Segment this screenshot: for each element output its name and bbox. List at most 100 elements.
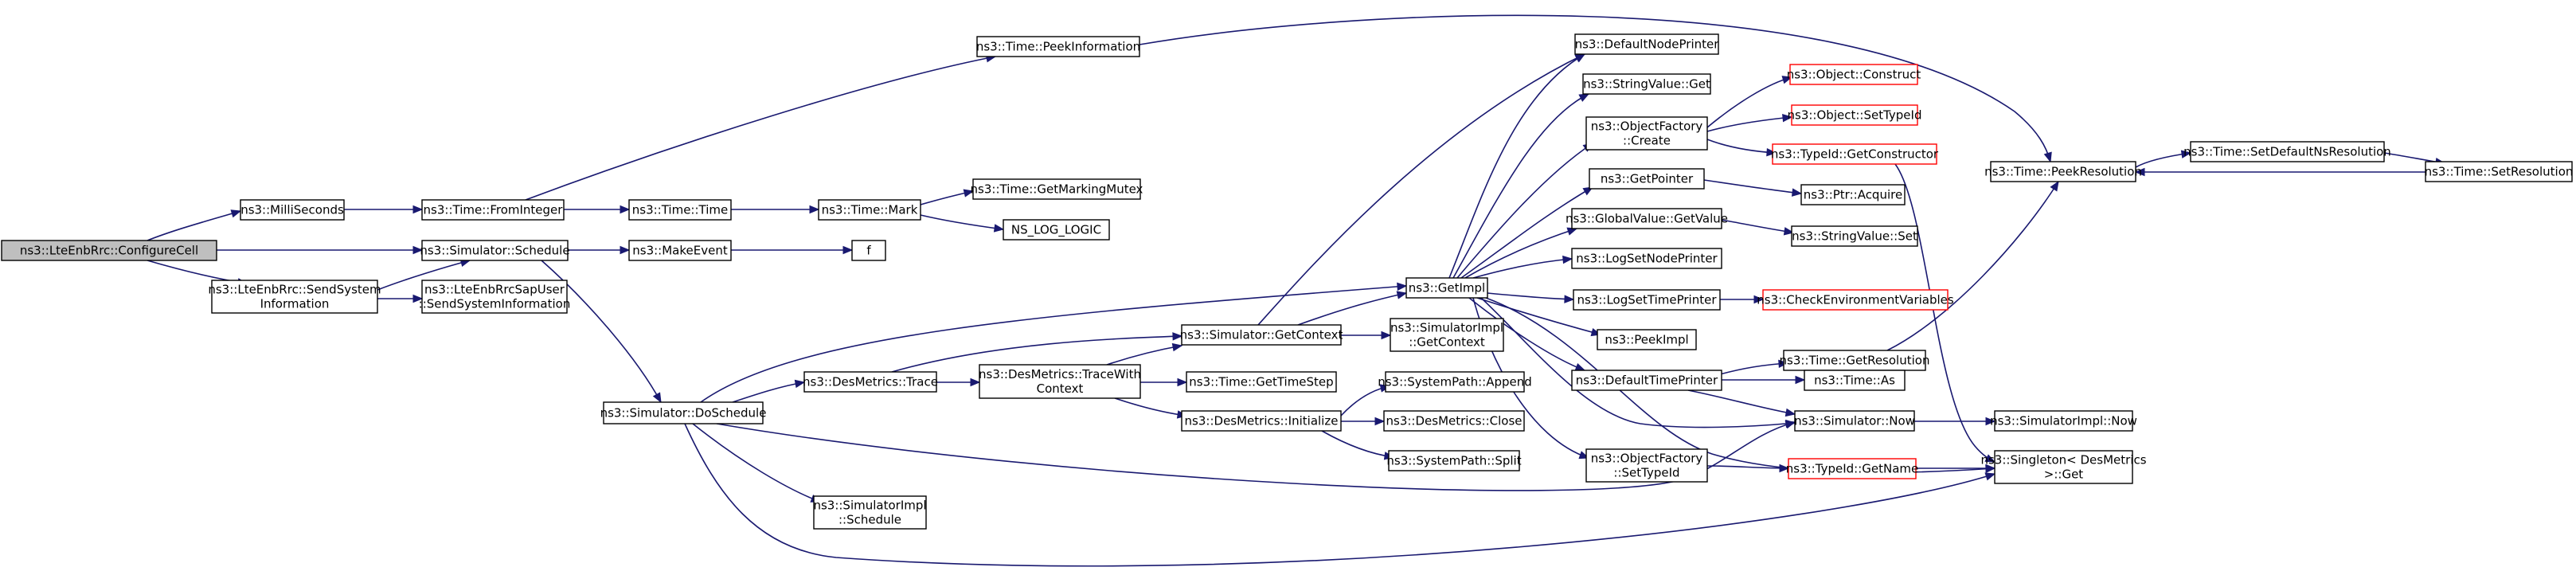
- node-label: f: [866, 244, 871, 258]
- node-getmarkingmutex[interactable]: ns3::Time::GetMarkingMutex: [971, 178, 1143, 200]
- node-objsettypeid[interactable]: ns3::Object::SetTypeId: [1788, 104, 1922, 126]
- edge-arrowhead: [963, 189, 975, 198]
- edge-arrowhead: [1779, 464, 1790, 473]
- node-box: [1571, 248, 1722, 269]
- edge-getcontext-to-defnodeprinter: [1257, 53, 1585, 326]
- node-label: ns3::Time::GetMarkingMutex: [971, 182, 1143, 197]
- node-label: ::SendSystemInformation: [419, 297, 571, 311]
- node-box: [1383, 410, 1525, 432]
- node-label: ns3::SimulatorImpl: [813, 499, 926, 513]
- edge-root-to-milliseconds: [147, 210, 241, 241]
- node-box: [972, 178, 1141, 200]
- node-box: [1574, 33, 1719, 55]
- node-defnodeprinter[interactable]: ns3::DefaultNodePrinter: [1574, 33, 1720, 55]
- node-box: [1791, 225, 1918, 247]
- edge-peekinfo-to-peekres: [1139, 14, 2051, 162]
- node-doschedule[interactable]: ns3::Simulator::DoSchedule: [600, 401, 767, 424]
- edge-arrowhead: [842, 245, 854, 255]
- node-ptracquire[interactable]: ns3::Ptr::Acquire: [1800, 184, 1906, 205]
- edge-arrowhead: [620, 205, 631, 214]
- node-label: ns3::Time::SetDefaultNsResolution: [2183, 145, 2391, 159]
- node-deftimeprinter[interactable]: ns3::DefaultTimePrinter: [1571, 370, 1722, 391]
- node-desinit[interactable]: ns3::DesMetrics::Initialize: [1181, 410, 1342, 432]
- node-getpointer[interactable]: ns3::GetPointer: [1589, 168, 1705, 190]
- node-simnow[interactable]: ns3::Simulator::Now: [1794, 410, 1915, 432]
- node-box: [1, 240, 217, 261]
- node-simimplschedule[interactable]: ns3::SimulatorImpl::Schedule: [813, 495, 927, 530]
- node-box: [1186, 371, 1337, 393]
- node-objfactsettid[interactable]: ns3::ObjectFactory::SetTypeId: [1585, 448, 1708, 483]
- node-f[interactable]: f: [851, 240, 886, 261]
- node-timetime[interactable]: ns3::Time::Time: [628, 199, 732, 221]
- node-logsettime[interactable]: ns3::LogSetTimePrinter: [1573, 289, 1721, 311]
- node-setdefaultnsres[interactable]: ns3::Time::SetDefaultNsResolution: [2183, 141, 2391, 162]
- node-timeas[interactable]: ns3::Time::As: [1804, 370, 1906, 391]
- node-getimpl[interactable]: ns3::GetImpl: [1405, 277, 1488, 299]
- node-box: [1582, 73, 1711, 95]
- node-stringvalget[interactable]: ns3::StringValue::Get: [1582, 73, 1711, 95]
- node-peekimpl[interactable]: ns3::PeekImpl: [1597, 329, 1697, 350]
- edge-arrowhead: [1766, 147, 1777, 157]
- node-pathappend[interactable]: ns3::SystemPath::Append: [1378, 371, 1532, 393]
- node-checkenv[interactable]: ns3::CheckEnvironmentVariables: [1757, 289, 1954, 311]
- node-sendsysinfo[interactable]: ns3::LteEnbRrc::SendSystemInformation: [208, 280, 381, 314]
- node-label: ns3::Singleton< DesMetrics: [1980, 453, 2146, 467]
- edge-arrowhead: [412, 245, 424, 255]
- node-label: ns3::GlobalValue::GetValue: [1566, 212, 1728, 226]
- node-label: ns3::Simulator::Schedule: [420, 244, 569, 258]
- node-label: ns3::ObjectFactory: [1591, 452, 1703, 466]
- node-box: [421, 199, 565, 221]
- node-milliseconds[interactable]: ns3::MilliSeconds: [240, 199, 345, 221]
- edge-fromint-to-peekinfo: [525, 56, 996, 201]
- edge-getimpl-to-peekimpl: [1476, 297, 1601, 335]
- node-makeevent[interactable]: ns3::MakeEvent: [628, 240, 732, 261]
- node-tidgetctor[interactable]: ns3::TypeId::GetConstructor: [1771, 143, 1939, 165]
- node-label: ns3::StringValue::Set: [1792, 229, 1917, 244]
- node-timemark[interactable]: ns3::Time::Mark: [818, 199, 921, 221]
- node-fromint[interactable]: ns3::Time::FromInteger: [421, 199, 565, 221]
- edge-schedule-to-doschedule: [541, 260, 662, 403]
- node-simimplgetctx[interactable]: ns3::SimulatorImpl::GetContext: [1390, 318, 1504, 352]
- edge-arrowhead: [1381, 331, 1392, 340]
- node-box: [1181, 410, 1342, 432]
- node-box: [1585, 448, 1708, 483]
- edge-getimpl-to-logsettime: [1487, 292, 1574, 300]
- node-simimplnow[interactable]: ns3::SimulatorImpl::Now: [1990, 410, 2137, 432]
- node-peekinfo[interactable]: ns3::Time::PeekInformation: [976, 36, 1140, 57]
- node-box: [1794, 410, 1915, 432]
- node-box: [803, 371, 937, 393]
- node-label: ns3::TypeId::GetConstructor: [1771, 147, 1939, 162]
- node-stringvalset[interactable]: ns3::StringValue::Set: [1791, 225, 1918, 247]
- node-logsetnode[interactable]: ns3::LogSetNodePrinter: [1571, 248, 1722, 269]
- node-pathsplit[interactable]: ns3::SystemPath::Split: [1386, 450, 1522, 471]
- node-schedule[interactable]: ns3::Simulator::Schedule: [420, 240, 570, 261]
- node-setresolution[interactable]: ns3::Time::SetResolution: [2425, 161, 2574, 182]
- node-objconstruct[interactable]: ns3::Object::Construct: [1787, 64, 1921, 85]
- node-box: [2190, 141, 2385, 162]
- node-box: [1390, 318, 1504, 352]
- node-getcontext[interactable]: ns3::Simulator::GetContext: [1180, 324, 1343, 346]
- node-label: ::Schedule: [838, 513, 901, 527]
- node-desclose[interactable]: ns3::DesMetrics::Close: [1383, 410, 1525, 432]
- node-label: ns3::ObjectFactory: [1591, 119, 1703, 134]
- node-box: [1783, 350, 1926, 371]
- node-singletonget[interactable]: ns3::Singleton< DesMetrics >::Get: [1980, 450, 2147, 484]
- edge-getimpl-to-simnow: [1480, 297, 1796, 428]
- node-objfactcreate[interactable]: ns3::ObjectFactory::Create: [1585, 116, 1708, 151]
- edge-arrowhead: [1782, 113, 1793, 123]
- node-gettimestep[interactable]: ns3::Time::GetTimeStep: [1186, 371, 1337, 393]
- node-root[interactable]: ns3::LteEnbRrc::ConfigureCell: [1, 240, 217, 261]
- node-getresolution[interactable]: ns3::Time::GetResolution: [1780, 350, 1930, 371]
- node-tidgetname[interactable]: ns3::TypeId::GetName: [1786, 458, 1918, 479]
- edge-arrowhead: [652, 392, 662, 404]
- node-nsloglogic[interactable]: NS_LOG_LOGIC: [1003, 219, 1110, 241]
- node-peekres[interactable]: ns3::Time::PeekResolution: [1984, 161, 2142, 182]
- node-sapuser[interactable]: ns3::LteEnbRrcSapUser::SendSystemInforma…: [419, 280, 571, 314]
- edge-deftimeprinter-to-simnow: [1687, 389, 1796, 415]
- edge-doschedule-to-simnow: [716, 421, 1796, 491]
- node-box: [1994, 450, 2133, 484]
- node-box: [1385, 371, 1525, 393]
- node-desmetricstrace[interactable]: ns3::DesMetrics::Trace: [803, 371, 938, 393]
- node-globalvalget[interactable]: ns3::GlobalValue::GetValue: [1566, 208, 1728, 229]
